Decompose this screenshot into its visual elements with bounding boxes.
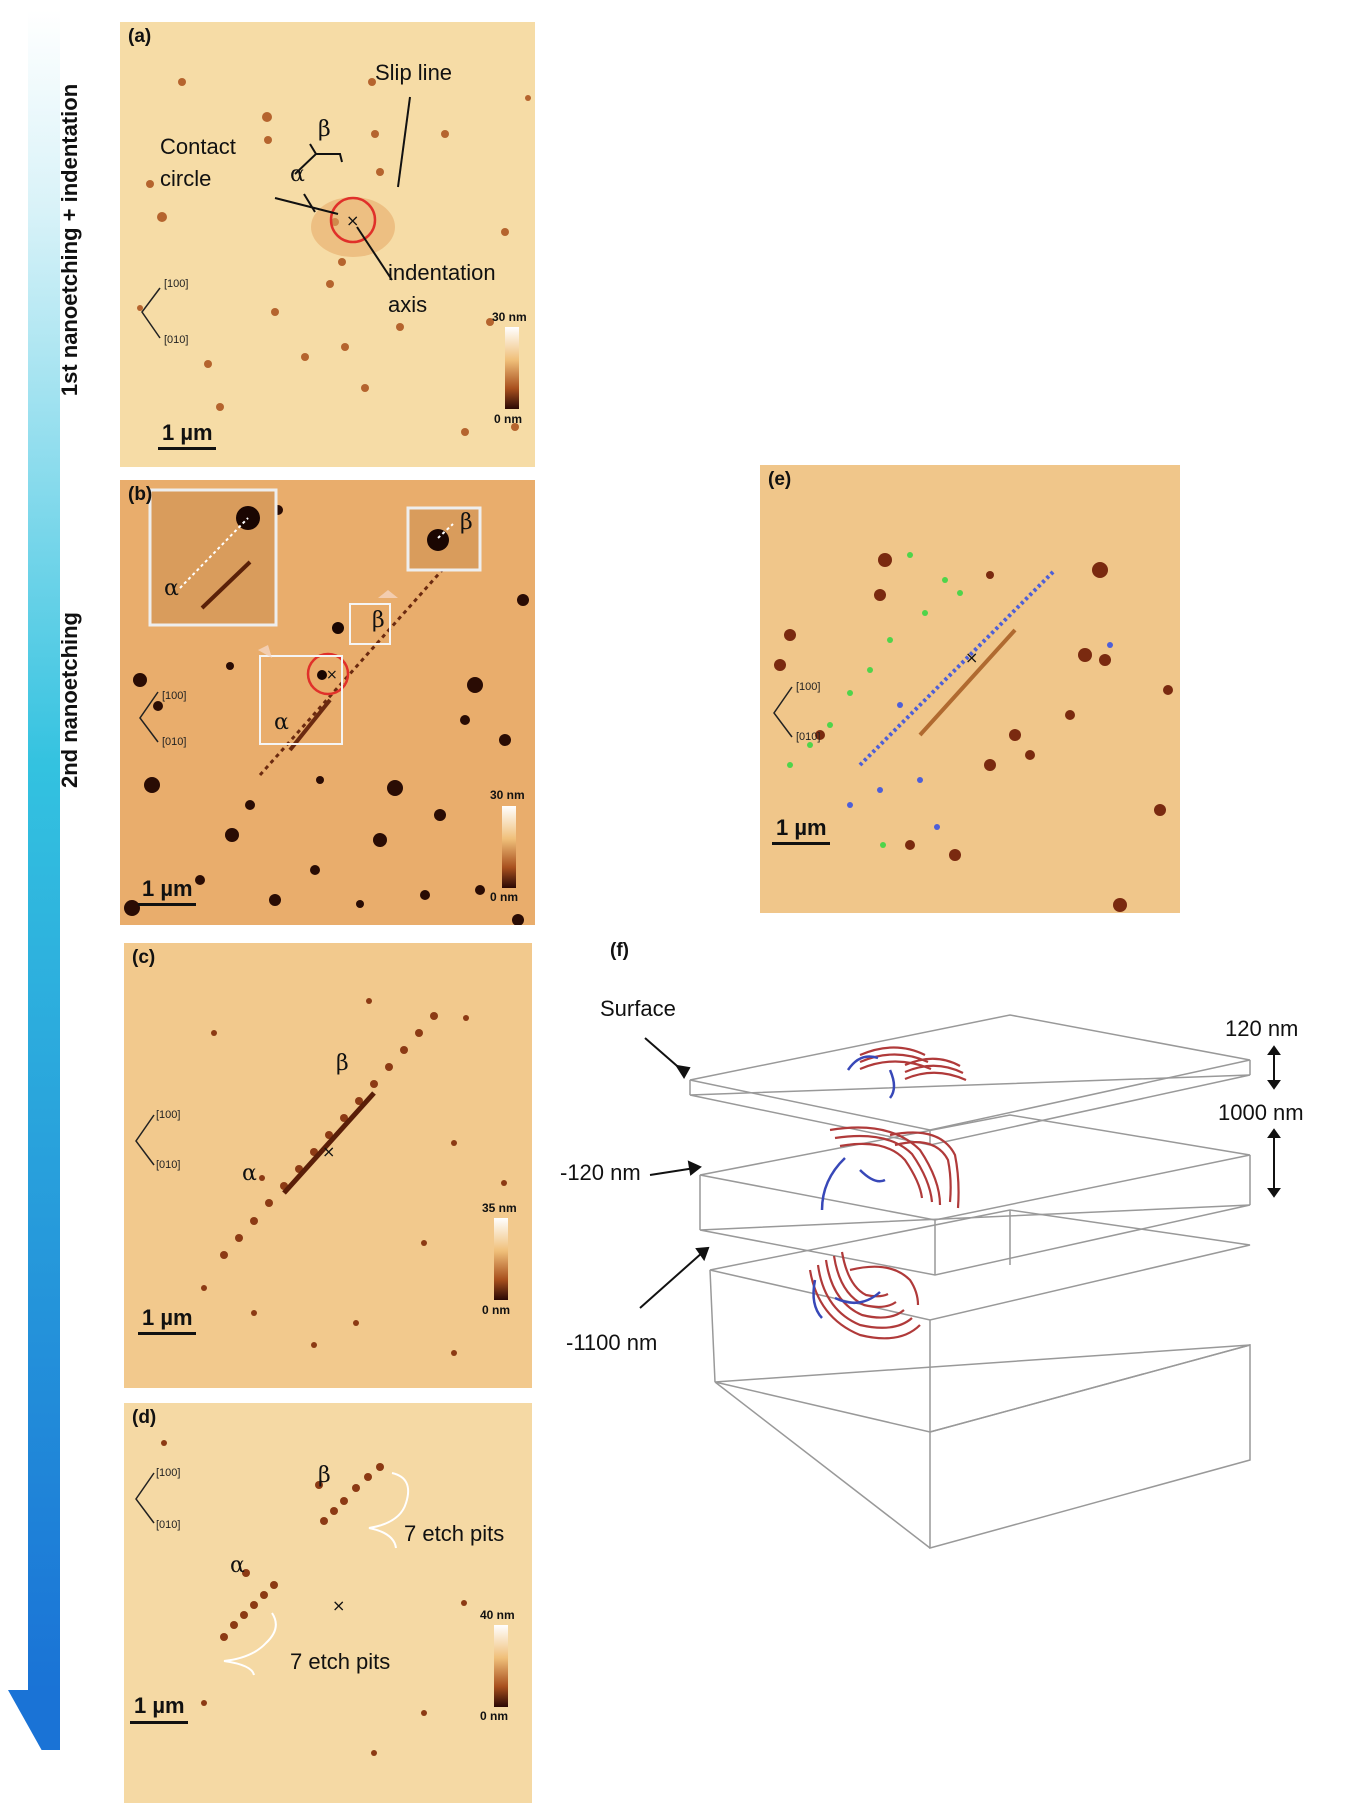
panel-e-label: (e) [768, 469, 792, 490]
axis-100-label: [100] [796, 681, 821, 693]
axis-100-label: [100] [156, 1109, 181, 1121]
axis-010-label: [010] [164, 334, 189, 346]
stage-label-4: -1100 nm + nanoetching [57, 1474, 83, 1726]
etch-pits-lower-label: 7 etch pits [290, 1649, 391, 1674]
panel-c-pits: × [135, 998, 508, 1356]
panel-d-pits: × [135, 1440, 508, 1756]
colorbar-min: 0 nm [480, 1709, 509, 1723]
colorbar-max: 40 nm [480, 1608, 515, 1622]
alpha-label: α [274, 710, 289, 735]
colorbar-max: 30 nm [490, 788, 525, 802]
panel-b-label: (b) [128, 484, 153, 505]
slip-line-label: Slip line [375, 60, 453, 85]
panel-b-pits: × [124, 488, 529, 925]
beta-label: β [372, 608, 385, 633]
stage-label-2: 2nd nanoetching [57, 612, 82, 788]
panel-c: × (c) α β [100] [010] 1 µm 35 nm 0 nm [124, 943, 532, 1388]
scale-bar [138, 1332, 196, 1335]
panel-d-label: (d) [132, 1407, 157, 1428]
contact-circle-label-2: circle [160, 166, 212, 191]
panel-f-label: (f) [610, 940, 629, 961]
colorbar-max: 30 nm [492, 310, 527, 324]
indentation-axis-label-1: indentation [388, 260, 496, 285]
surface-label: Surface [600, 996, 676, 1021]
svg-text:×: × [332, 1596, 345, 1615]
scale-bar [130, 1721, 188, 1724]
level-1100-label: -1100 nm [566, 1330, 658, 1355]
scale-bar [158, 447, 216, 450]
panel-a-label: (a) [128, 26, 152, 47]
scale-bar-label: 1 µm [134, 1693, 185, 1718]
axis-010-label: [010] [156, 1159, 181, 1171]
panel-d: × (d) α β 7 etch pits 7 etch pits [100] … [124, 1403, 532, 1803]
alpha-label: α [242, 1161, 257, 1186]
axis-100-label: [100] [164, 278, 189, 290]
process-arrow [8, 10, 60, 1750]
colorbar-min: 0 nm [490, 890, 519, 904]
indentation-axis-label-2: axis [388, 292, 428, 317]
beta-label: β [336, 1051, 349, 1076]
svg-text:×: × [346, 211, 359, 230]
inset-beta-label: β [460, 510, 473, 535]
contact-circle-label-1: Contact [160, 134, 236, 159]
inset-alpha-label: α [164, 576, 179, 601]
axis-010-label: [010] [796, 731, 821, 743]
svg-text:×: × [965, 648, 978, 667]
scale-bar-label: 1 µm [162, 420, 213, 445]
thickness-120-label: 120 nm [1225, 1016, 1299, 1041]
svg-text:×: × [322, 1142, 335, 1161]
colorbar-max: 35 nm [482, 1201, 517, 1215]
panel-e: × (e) [100] [010] 1 µm [760, 465, 1180, 913]
svg-text:×: × [326, 667, 338, 683]
scale-bar-label: 1 µm [776, 815, 827, 840]
panel-f-3d [639, 1014, 1281, 1549]
panel-a-pits: × [137, 78, 531, 436]
beta-label: β [318, 1463, 331, 1488]
axis-010-label: [010] [156, 1519, 181, 1531]
scale-bar [138, 903, 196, 906]
panel-e-pits: × [773, 552, 1173, 912]
etch-pits-upper-label: 7 etch pits [404, 1521, 505, 1546]
panel-a: × (a) Slip line Contact circle indentati… [120, 22, 535, 467]
panel-b: × (b) α β α β [100] [010] 1 µm 30 nm 0 n… [120, 480, 535, 925]
thickness-1000-label: 1000 nm [1218, 1100, 1304, 1125]
panel-c-label: (c) [132, 947, 156, 968]
axis-010-label: [010] [162, 736, 187, 748]
scale-bar [772, 842, 830, 845]
stage-label-3: -120 nm + nanoetching [57, 1045, 82, 1285]
colorbar-min: 0 nm [494, 412, 523, 426]
beta-label: β [318, 117, 331, 142]
axis-100-label: [100] [162, 690, 187, 702]
alpha-label: α [290, 162, 305, 187]
axis-100-label: [100] [156, 1467, 181, 1479]
stage-label-1: 1st nanoetching + indentation [57, 83, 83, 397]
level-120-label: -120 nm [560, 1160, 641, 1185]
alpha-label: α [230, 1553, 245, 1578]
scale-bar-label: 1 µm [142, 876, 193, 901]
panel-f: (f) Surface -120 nm -1100 nm 120 nm 1000… [560, 940, 1340, 1550]
colorbar-min: 0 nm [482, 1303, 511, 1317]
scale-bar-label: 1 µm [142, 1305, 193, 1330]
